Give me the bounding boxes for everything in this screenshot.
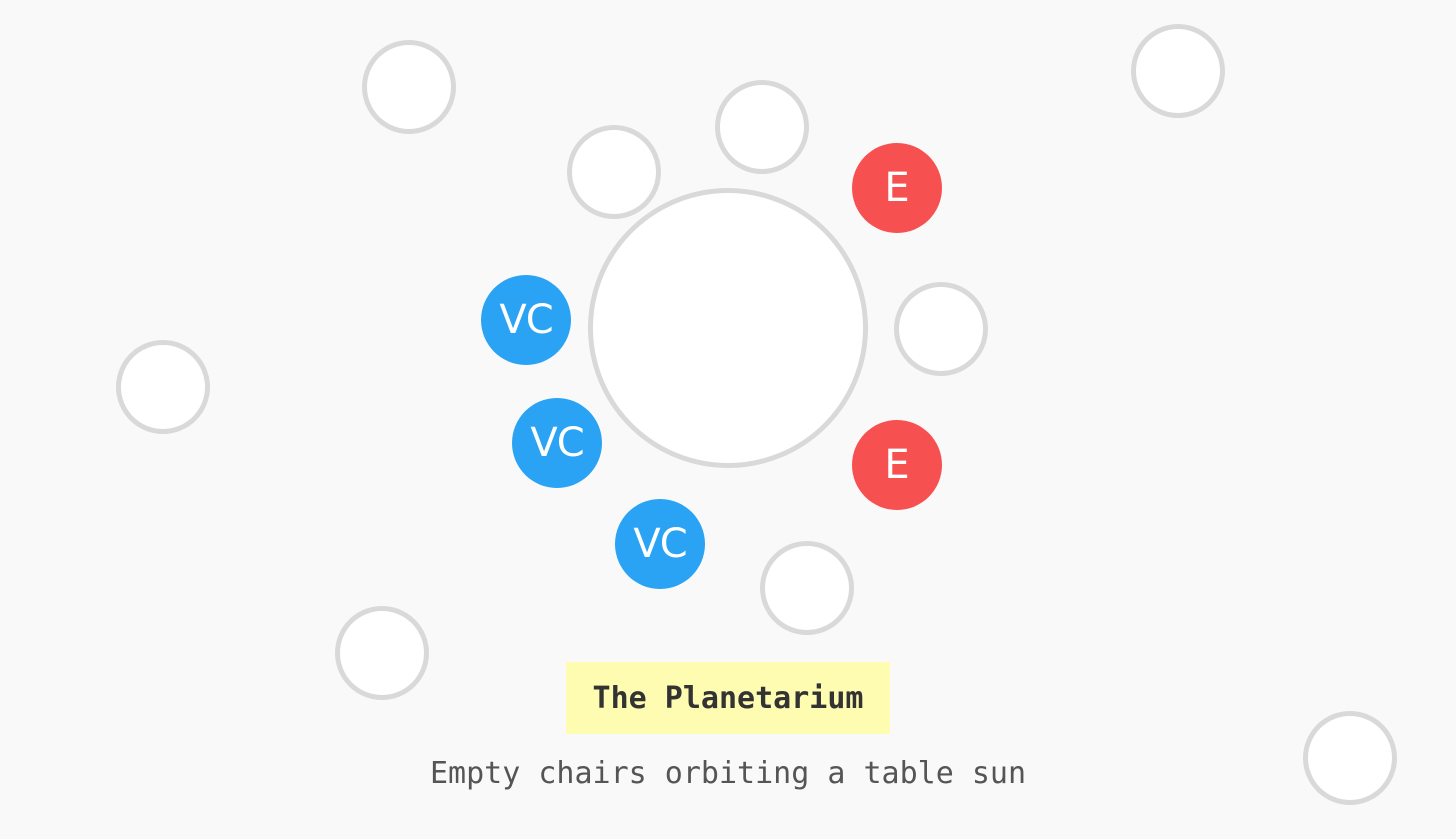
empty-chair: [335, 606, 429, 700]
empty-chair: [116, 340, 210, 434]
empty-chair: [1303, 711, 1397, 805]
vc-seat: VC: [615, 499, 705, 589]
empty-chair: [1131, 24, 1225, 118]
diagram-title: The Planetarium: [566, 662, 890, 734]
table-sun: [588, 188, 868, 468]
empty-chair: [760, 541, 854, 635]
diagram-caption: Empty chairs orbiting a table sun: [429, 756, 1027, 791]
empty-chair: [362, 40, 456, 134]
vc-seat-label: VC: [633, 521, 687, 567]
e-seat-label: E: [884, 442, 910, 488]
e-seat-label: E: [884, 165, 910, 211]
e-seat: E: [852, 143, 942, 233]
empty-chair: [715, 80, 809, 174]
vc-seat-label: VC: [499, 297, 553, 343]
vc-seat-label: VC: [530, 420, 584, 466]
vc-seat: VC: [481, 275, 571, 365]
empty-chair: [567, 125, 661, 219]
empty-chair: [894, 282, 988, 376]
vc-seat: VC: [512, 398, 602, 488]
e-seat: E: [852, 420, 942, 510]
